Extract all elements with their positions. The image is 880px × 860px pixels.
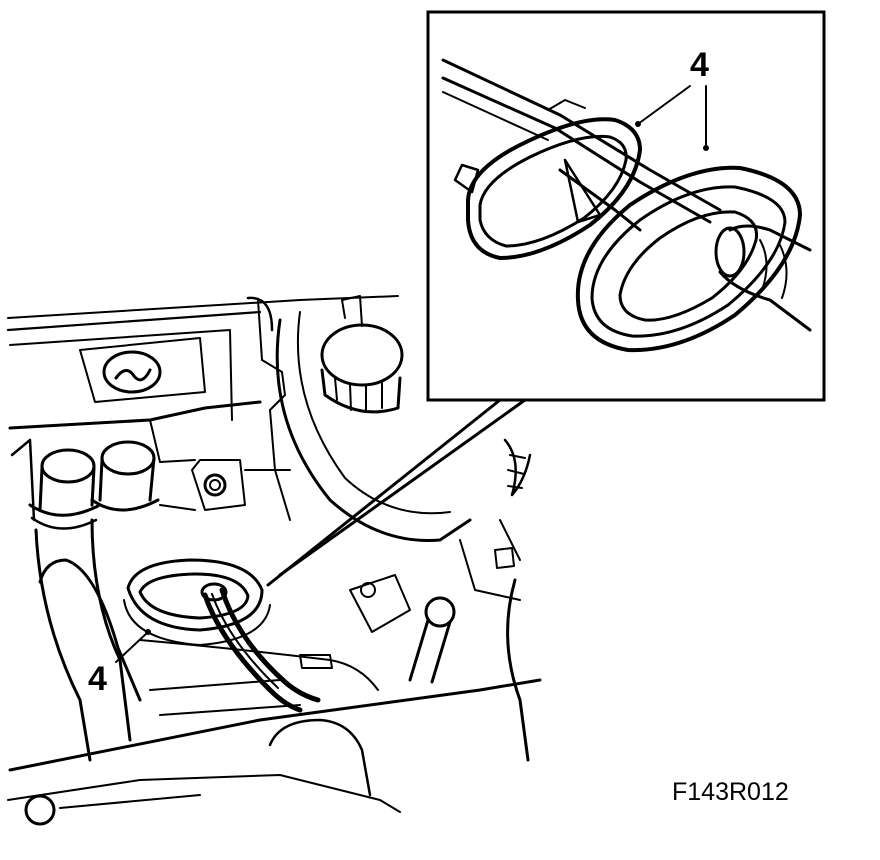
callout-inset: 4 bbox=[635, 46, 709, 151]
inset-grommet-front bbox=[575, 165, 802, 353]
bottom-cover bbox=[7, 678, 542, 826]
engine-bay-illustration bbox=[6, 295, 542, 826]
callout-4-main: 4 bbox=[88, 660, 107, 698]
callout-4-inset: 4 bbox=[690, 46, 709, 84]
callout-main: 4 bbox=[88, 629, 151, 698]
upper-panel bbox=[6, 295, 399, 463]
inset-wires bbox=[441, 58, 722, 232]
reservoir-cap bbox=[320, 295, 404, 414]
bracket-bolt bbox=[159, 459, 291, 511]
detail-inset: 4 bbox=[426, 10, 826, 402]
lower-right-components bbox=[349, 438, 532, 762]
inset-grommet-back bbox=[453, 99, 642, 260]
inset-pointer bbox=[266, 398, 527, 587]
heater-hoses bbox=[10, 438, 160, 762]
figure-id-label: F143R012 bbox=[672, 778, 789, 806]
vent-cap bbox=[102, 350, 162, 394]
inset-cable bbox=[714, 224, 812, 332]
